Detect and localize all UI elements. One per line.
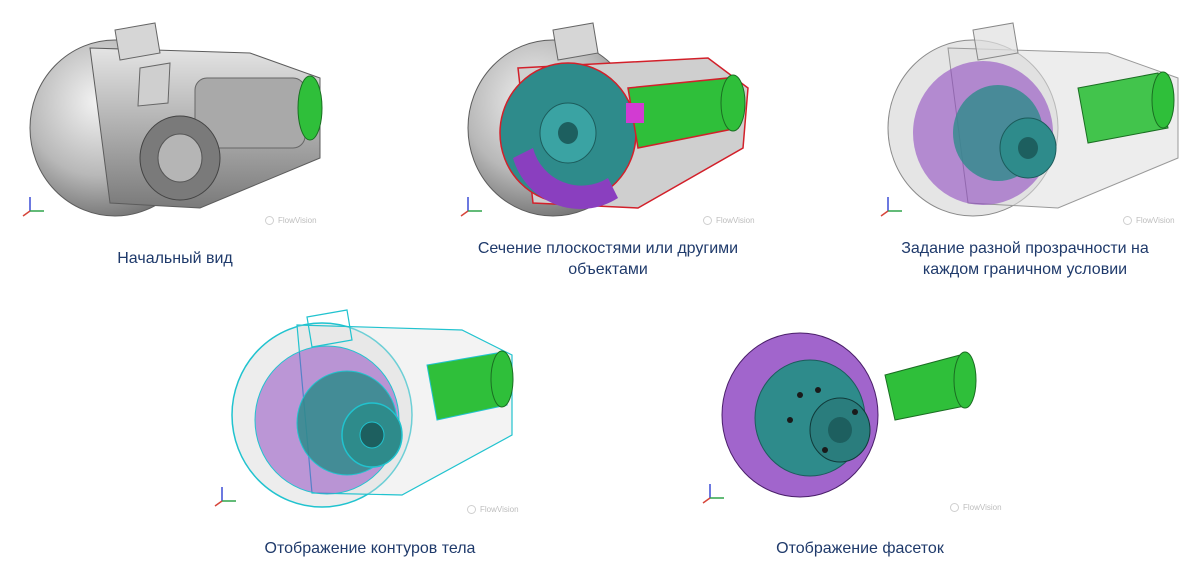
axes-triad-icon	[880, 197, 902, 217]
axes-triad-icon	[22, 197, 44, 217]
caption-contours-view: Отображение контуров тела	[264, 540, 476, 557]
flowvision-watermark: FlowVision	[703, 216, 755, 225]
flowvision-watermark: FlowVision	[1123, 216, 1175, 225]
flowvision-logo-icon	[950, 503, 959, 512]
flowvision-logo-icon	[467, 505, 476, 514]
caption-facets-view: Отображение фасеток	[776, 540, 944, 557]
caption-initial-view: Начальный вид	[117, 250, 233, 267]
flowvision-logo-icon	[703, 216, 712, 225]
flowvision-watermark: FlowVision	[467, 505, 519, 514]
gearbox-model-image	[29, 22, 323, 217]
flowvision-logo-icon	[265, 216, 274, 225]
panel-transparency-view: FlowVision	[878, 8, 1188, 225]
flowvision-watermark: FlowVision	[950, 503, 1002, 512]
axes-triad-icon	[702, 484, 724, 504]
panel-section-view: FlowVision	[458, 8, 778, 225]
caption-section-view: Сечение плоскостями или другими объектам…	[477, 240, 739, 278]
gearbox-contours-image	[231, 309, 514, 508]
flowvision-logo-icon	[1123, 216, 1132, 225]
panel-initial-view: FlowVision	[20, 8, 340, 225]
gearbox-transparency-image	[887, 22, 1179, 217]
gearbox-section-image	[467, 22, 749, 217]
caption-transparency-view: Задание разной прозрачности на каждом гр…	[901, 240, 1149, 278]
axes-triad-icon	[214, 487, 236, 507]
panel-facets-view: FlowVision	[700, 300, 1020, 515]
panel-contours-view: FlowVision	[212, 295, 532, 515]
gearbox-facets-image	[721, 332, 977, 498]
flowvision-watermark: FlowVision	[265, 216, 317, 225]
axes-triad-icon	[460, 197, 482, 217]
